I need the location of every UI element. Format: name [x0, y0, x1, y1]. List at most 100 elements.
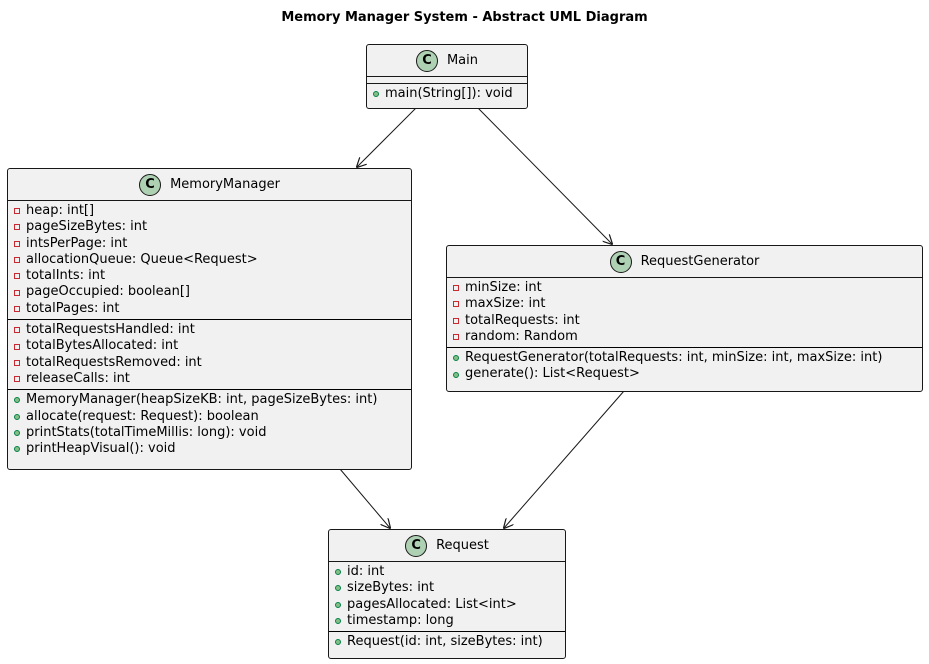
member-row: totalPages: int — [8, 301, 411, 317]
private-visibility-icon — [14, 257, 20, 264]
class-header: C Main — [367, 45, 527, 77]
class-header: C Request — [329, 530, 565, 562]
class-icon: C — [405, 534, 428, 557]
member-text: totalRequestsHandled: int — [26, 322, 195, 338]
member-text: minSize: int — [465, 280, 542, 295]
methods-section: main(String[]): void — [367, 84, 527, 104]
private-visibility-icon — [453, 285, 459, 292]
member-row: pagesAllocated: List<int> — [329, 597, 565, 613]
methods-section: MemoryManager(heapSizeKB: int, pageSizeB… — [8, 390, 411, 459]
member-row: RequestGenerator(totalRequests: int, min… — [447, 350, 922, 366]
class-icon: C — [609, 250, 632, 273]
member-text: totalBytesAllocated: int — [26, 338, 179, 354]
member-text: printStats(totalTimeMillis: long): void — [26, 424, 267, 440]
member-row: sizeBytes: int — [329, 580, 565, 596]
member-row: totalRequests: int — [447, 313, 922, 329]
public-visibility-icon — [14, 430, 20, 436]
member-row: minSize: int — [447, 280, 922, 296]
member-row: main(String[]): void — [367, 86, 527, 102]
private-visibility-icon — [14, 359, 20, 366]
member-row: MemoryManager(heapSizeKB: int, pageSizeB… — [8, 392, 411, 408]
member-text: totalInts: int — [26, 268, 106, 284]
member-text: Request(id: int, sizeBytes: int) — [347, 634, 543, 650]
class-header: C RequestGenerator — [447, 246, 922, 278]
member-text: sizeBytes: int — [347, 580, 435, 596]
member-text: random: Random — [465, 328, 578, 344]
member-row: generate(): List<Request> — [447, 366, 922, 382]
member-row: totalBytesAllocated: int — [8, 338, 411, 354]
public-visibility-icon — [373, 91, 379, 98]
member-row: pageOccupied: boolean[] — [8, 284, 411, 300]
public-visibility-icon — [453, 355, 459, 362]
member-text: totalRequestsRemoved: int — [26, 354, 202, 370]
member-text: timestamp: long — [347, 612, 454, 628]
class-memory-manager[interactable]: C MemoryManager heap: int[]pageSizeBytes… — [7, 168, 412, 470]
member-row: allocationQueue: Queue<Request> — [8, 252, 411, 268]
diagram-title: Memory Manager System - Abstract UML Dia… — [281, 10, 648, 25]
member-text: allocate(request: Request): boolean — [26, 408, 259, 424]
private-visibility-icon — [14, 224, 20, 231]
private-visibility-icon — [453, 334, 459, 341]
member-text: pagesAllocated: List<int> — [347, 596, 517, 612]
member-text: generate(): List<Request> — [465, 366, 640, 382]
member-row: timestamp: long — [329, 613, 565, 629]
member-text: main(String[]): void — [385, 86, 513, 101]
private-visibility-icon — [14, 240, 20, 247]
member-text: pageSizeBytes: int — [26, 219, 148, 235]
member-row: allocate(request: Request): boolean — [8, 409, 411, 425]
member-row: random: Random — [447, 329, 922, 345]
member-row: printHeapVisual(): void — [8, 441, 411, 457]
public-visibility-icon — [335, 601, 341, 608]
member-text: totalRequests: int — [465, 312, 580, 328]
edge-main-memorymanager — [357, 107, 417, 167]
private-visibility-icon — [14, 327, 20, 334]
class-name: MemoryManager — [170, 177, 280, 192]
class-icon: C — [415, 49, 438, 72]
member-text: releaseCalls: int — [26, 370, 130, 386]
member-row: pageSizeBytes: int — [8, 219, 411, 235]
member-row: totalInts: int — [8, 268, 411, 284]
class-main[interactable]: C Main main(String[]): void — [366, 44, 528, 109]
private-visibility-icon — [453, 317, 459, 324]
member-row: intsPerPage: int — [8, 236, 411, 252]
class-name: RequestGenerator — [640, 254, 760, 269]
private-visibility-icon — [14, 208, 20, 215]
class-name: Request — [436, 538, 489, 553]
public-visibility-icon — [335, 639, 341, 646]
member-text: totalPages: int — [26, 300, 120, 316]
private-visibility-icon — [14, 305, 20, 312]
public-visibility-icon — [14, 446, 20, 453]
member-text: intsPerPage: int — [26, 235, 128, 251]
member-text: maxSize: int — [465, 296, 546, 312]
private-visibility-icon — [14, 343, 20, 350]
member-row: totalRequestsRemoved: int — [8, 355, 411, 371]
member-row: Request(id: int, sizeBytes: int) — [329, 634, 565, 650]
edge-memorymanager-request — [339, 468, 390, 528]
private-visibility-icon — [14, 289, 20, 296]
member-row: heap: int[] — [8, 203, 411, 219]
member-row: releaseCalls: int — [8, 371, 411, 387]
member-row: id: int — [329, 564, 565, 580]
private-visibility-icon — [14, 376, 20, 383]
public-visibility-icon — [335, 585, 341, 592]
member-text: allocationQueue: Queue<Request> — [26, 251, 258, 267]
public-visibility-icon — [14, 413, 20, 420]
methods-section: Request(id: int, sizeBytes: int) — [329, 632, 565, 652]
member-text: id: int — [347, 564, 385, 579]
class-icon: C — [139, 173, 162, 196]
member-row: totalRequestsHandled: int — [8, 322, 411, 338]
private-visibility-icon — [453, 301, 459, 308]
member-row: maxSize: int — [447, 296, 922, 312]
class-name: Main — [446, 53, 479, 68]
public-visibility-icon — [335, 618, 341, 625]
member-text: pageOccupied: boolean[] — [26, 284, 190, 300]
private-visibility-icon — [14, 273, 20, 280]
class-header: C MemoryManager — [8, 169, 411, 201]
